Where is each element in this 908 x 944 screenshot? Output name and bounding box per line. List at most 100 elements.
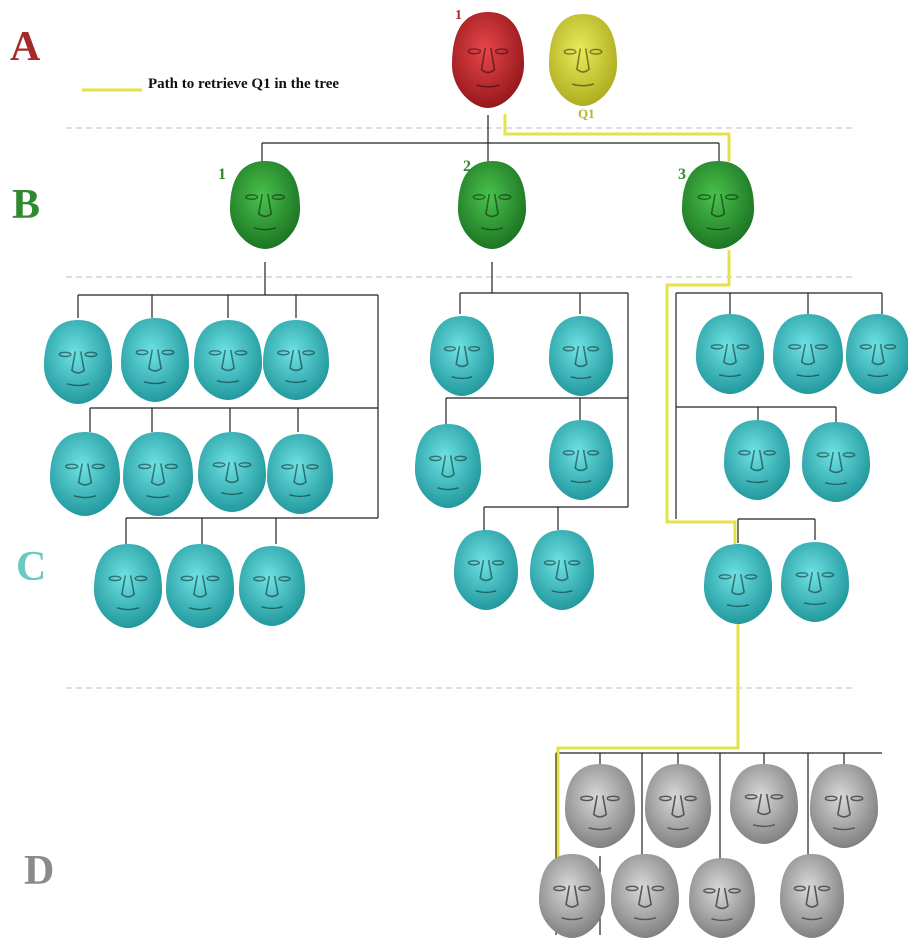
face-outline — [430, 316, 494, 396]
face-outline — [780, 854, 844, 938]
face-mouth — [667, 827, 689, 831]
face-nose — [829, 451, 843, 474]
face-eye — [763, 450, 776, 456]
face-outline — [781, 542, 849, 622]
face-eye — [302, 350, 315, 356]
face-eye — [234, 350, 248, 356]
level-d-face-icon — [780, 854, 844, 938]
face-nose — [293, 463, 307, 486]
legend-label: Path to retrieve Q1 in the tree — [148, 76, 340, 92]
face-outline — [198, 432, 266, 512]
face-mouth — [711, 918, 733, 922]
face-mouth — [588, 827, 612, 831]
face-outline — [773, 314, 843, 394]
face-eye — [821, 572, 835, 578]
face-eye — [738, 450, 751, 456]
face-eye — [467, 560, 480, 566]
face-outline — [704, 544, 772, 624]
face-outline — [50, 432, 120, 516]
face-nose — [592, 795, 608, 818]
face-outline — [123, 432, 193, 516]
face-eye — [443, 346, 456, 352]
face-eye — [651, 885, 665, 892]
face-eye — [161, 349, 175, 356]
face-eye — [697, 194, 712, 200]
face-eye — [606, 795, 620, 802]
face-eye — [580, 795, 594, 802]
query-face-icon — [549, 14, 617, 106]
face-outline — [194, 320, 262, 400]
face-eye — [816, 452, 830, 458]
face-outline — [166, 544, 234, 628]
face-mouth — [261, 606, 283, 610]
face-nose — [221, 349, 235, 372]
face-nose — [480, 47, 496, 74]
face-outline — [239, 546, 305, 626]
level-b-face-2-icon — [458, 161, 526, 249]
face-outline — [611, 854, 679, 938]
face-outline — [230, 161, 300, 249]
level-d-face-icon — [565, 764, 635, 848]
face-eye — [814, 344, 828, 350]
face-mouth — [188, 607, 212, 611]
face-eye — [306, 464, 319, 470]
face-eye — [553, 885, 566, 892]
face-outline — [530, 530, 594, 610]
face-nose — [71, 351, 85, 374]
root-node-label: 1 — [455, 8, 462, 23]
face-outline — [452, 12, 524, 108]
level-c-face-icon — [530, 530, 594, 610]
face-mouth — [551, 590, 573, 594]
face-outline — [94, 544, 162, 628]
face-nose — [555, 559, 569, 582]
face-mouth — [633, 917, 657, 921]
root-face-icon — [452, 12, 524, 108]
face-eye — [842, 452, 856, 458]
level-label-b: B — [12, 182, 41, 228]
face-mouth — [475, 590, 497, 594]
level-c-face-icon — [549, 316, 613, 396]
face-eye — [472, 194, 486, 200]
face-nose — [808, 571, 822, 594]
face-eye — [84, 351, 98, 358]
face-mouth — [867, 374, 889, 378]
face-eye — [718, 574, 732, 580]
level-d-face-icon — [611, 854, 679, 938]
face-eye — [587, 346, 600, 352]
face-eye — [850, 795, 864, 802]
face-eye — [659, 795, 672, 802]
face-nose — [800, 343, 816, 366]
face-mouth — [146, 495, 170, 499]
face-nose — [576, 48, 590, 73]
face-eye — [587, 450, 600, 456]
edge-root-b — [261, 115, 720, 165]
level-b-node-2-label: 2 — [463, 158, 471, 175]
face-mouth — [289, 494, 311, 498]
face-outline — [696, 314, 764, 394]
face-nose — [671, 795, 685, 818]
face-eye — [770, 794, 784, 800]
level-c-face-icon — [549, 420, 613, 500]
face-outline — [682, 161, 754, 249]
level-d-face-icon — [689, 858, 755, 938]
face-eye — [625, 885, 639, 892]
face-eye — [744, 794, 758, 800]
face-outline — [539, 854, 605, 938]
level-c-face-icon — [166, 544, 234, 628]
face-nose — [148, 349, 162, 372]
face-outline — [802, 422, 870, 502]
edge-b1-c — [77, 262, 379, 544]
face-eye — [498, 194, 512, 200]
face-outline — [810, 764, 878, 848]
face-nose — [723, 343, 737, 366]
face-eye — [65, 463, 79, 470]
face-eye — [277, 350, 290, 356]
face-outline — [415, 424, 481, 508]
face-mouth — [570, 376, 592, 380]
level-c-face-icon — [123, 432, 193, 516]
retrieval-path-q1 — [503, 114, 740, 858]
face-nose — [731, 573, 745, 596]
face-eye — [543, 560, 556, 566]
face-eye — [467, 48, 482, 55]
